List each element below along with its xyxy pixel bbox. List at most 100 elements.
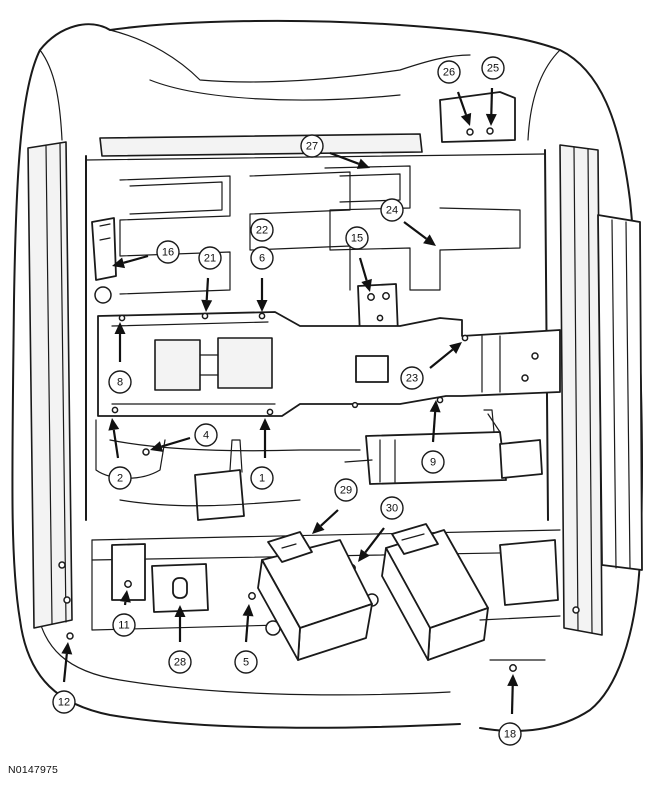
callout-circle <box>334 478 358 502</box>
callout-24: 24 <box>380 198 436 246</box>
callout-arrow-head <box>119 590 131 603</box>
callout-5: 5 <box>234 604 258 674</box>
callout-circle <box>198 246 222 270</box>
callout-circle <box>421 450 445 474</box>
callout-label: 6 <box>259 253 265 265</box>
callout-1: 1 <box>250 418 274 490</box>
callout-arrow-head <box>61 642 73 655</box>
callout-arrow-head <box>242 604 254 617</box>
callout-label: 26 <box>443 67 455 79</box>
callout-arrow-head <box>312 521 325 534</box>
callout-label: 24 <box>386 205 398 217</box>
callout-arrow-head <box>358 549 370 562</box>
callout-23: 23 <box>400 342 462 390</box>
callout-circle <box>194 423 218 447</box>
callout-circle <box>345 226 369 250</box>
callout-arrow-head <box>449 342 462 354</box>
callout-arrow-head <box>256 300 268 312</box>
callout-arrow-shaft <box>244 615 250 643</box>
callout-label: 16 <box>162 247 174 259</box>
callout-arrow-shaft <box>429 348 454 369</box>
callout-label: 18 <box>504 729 516 741</box>
callout-circle <box>250 466 274 490</box>
callout-circle <box>400 366 424 390</box>
callout-label: 11 <box>118 620 129 632</box>
callout-circle <box>168 650 192 674</box>
callout-label: 4 <box>203 430 209 442</box>
callout-30: 30 <box>358 496 404 562</box>
callout-27: 27 <box>300 134 370 169</box>
callout-arrow-shaft <box>112 429 120 459</box>
callout-arrow-head <box>150 441 164 452</box>
callout-label: 22 <box>256 225 268 237</box>
callout-label: 15 <box>351 233 363 245</box>
callout-circle <box>498 722 522 746</box>
callout-circle <box>234 650 258 674</box>
callout-circle <box>481 56 505 80</box>
callout-arrow-shaft <box>320 509 339 527</box>
callout-label: 29 <box>340 485 352 497</box>
callout-circle <box>108 466 132 490</box>
callout-label: 27 <box>306 141 318 153</box>
callout-arrow-shaft <box>364 527 385 554</box>
callout-arrow-head <box>460 112 472 126</box>
callout-arrow-shaft <box>403 221 428 240</box>
callout-arrow-shaft <box>161 436 191 448</box>
callout-label: 8 <box>117 377 123 389</box>
callout-circle <box>437 60 461 84</box>
callout-arrow-head <box>423 234 436 246</box>
callout-label: 28 <box>174 657 186 669</box>
callout-arrow-head <box>485 113 497 126</box>
callout-8: 8 <box>108 322 132 394</box>
callout-circle <box>112 613 136 637</box>
callout-16: 16 <box>112 240 180 269</box>
callout-arrow-head <box>201 299 213 312</box>
callout-arrow-head <box>507 674 519 687</box>
callout-arrow-head <box>356 158 370 169</box>
callout-arrow-shaft <box>358 257 368 281</box>
callout-arrow-shaft <box>431 411 437 443</box>
callout-circle <box>380 496 404 520</box>
callout-arrow-shaft <box>490 87 494 115</box>
callout-arrow-shaft <box>123 254 149 264</box>
callout-label: 5 <box>243 657 249 669</box>
callout-arrow-shaft <box>62 653 68 683</box>
callout-arrow-head <box>361 278 372 292</box>
callout-circle <box>108 370 132 394</box>
callout-circle <box>380 198 404 222</box>
callout-label: 21 <box>204 253 216 265</box>
callout-label: 2 <box>117 473 123 485</box>
callout-2: 2 <box>108 418 132 490</box>
callout-arrow-shaft <box>205 277 210 301</box>
callout-arrow-shaft <box>456 91 468 116</box>
callout-label: 23 <box>406 373 418 385</box>
callout-15: 15 <box>345 226 372 292</box>
callout-9: 9 <box>421 400 445 474</box>
callout-4: 4 <box>150 423 218 452</box>
seat-line-art <box>11 19 643 732</box>
callout-label: 30 <box>386 503 398 515</box>
callout-circle <box>250 218 274 242</box>
callout-circle <box>52 690 76 714</box>
callout-arrow-head <box>174 605 186 617</box>
callout-29: 29 <box>312 478 358 534</box>
callout-18: 18 <box>498 674 522 746</box>
callout-circle <box>156 240 180 264</box>
callout-22: 22 <box>250 218 274 242</box>
callout-arrow-head <box>112 257 126 269</box>
callout-arrow-head <box>259 418 271 430</box>
callout-25: 25 <box>481 56 505 126</box>
callout-arrow-shaft <box>510 685 514 715</box>
callout-label: 25 <box>487 63 499 75</box>
callout-label: 12 <box>58 697 70 709</box>
callout-arrow-shaft <box>329 151 360 165</box>
callout-26: 26 <box>437 60 472 126</box>
callout-12: 12 <box>52 642 76 714</box>
callout-label: 9 <box>430 457 436 469</box>
callout-circle <box>250 246 274 270</box>
callout-label: 1 <box>259 473 265 485</box>
callout-circle <box>300 134 324 158</box>
callout-21: 21 <box>198 246 222 312</box>
